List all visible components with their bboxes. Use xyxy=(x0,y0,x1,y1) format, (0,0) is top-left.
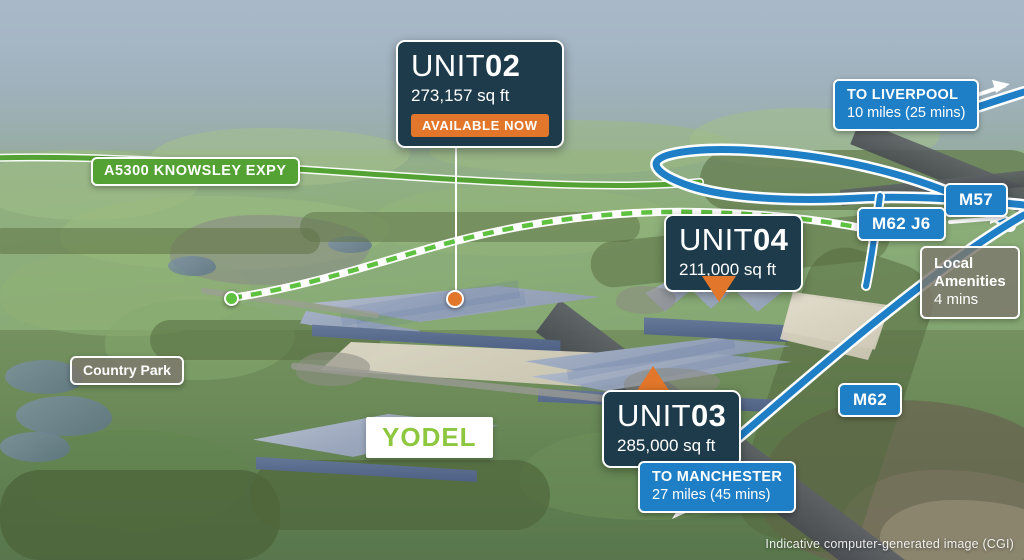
local-amenities-badge[interactable]: Local Amenities 4 mins xyxy=(920,246,1020,319)
car-park xyxy=(616,286,676,314)
m62-badge[interactable]: M62 xyxy=(838,383,902,417)
to-manchester-name: TO MANCHESTER xyxy=(652,469,783,485)
unit-04-pointer-icon xyxy=(702,276,736,302)
unit-04-title: UNIT04 xyxy=(679,222,789,257)
woodland-belt xyxy=(0,470,280,560)
lake xyxy=(16,396,112,436)
unit-02-title: UNIT02 xyxy=(411,48,521,83)
to-liverpool-badge[interactable]: TO LIVERPOOL 10 miles (25 mins) xyxy=(833,79,980,131)
unit-04-card[interactable]: UNIT04 211,000 sq ft xyxy=(664,214,804,292)
to-liverpool-detail: 10 miles (25 mins) xyxy=(847,105,966,121)
unit-02-leader-line xyxy=(455,128,457,296)
yodel-logo-text: YODEL xyxy=(382,422,477,452)
to-manchester-detail: 27 miles (45 mins) xyxy=(652,487,771,503)
to-liverpool-name: TO LIVERPOOL xyxy=(847,87,959,103)
unit-03-pointer-icon xyxy=(636,366,670,392)
unit-02-availability-badge[interactable]: AVAILABLE NOW xyxy=(411,114,549,137)
unit-04-area: 211,000 sq ft xyxy=(679,260,777,279)
m62-j6-badge[interactable]: M62 J6 xyxy=(857,207,946,241)
cgi-disclaimer: Indicative computer-generated image (CGI… xyxy=(765,537,1014,551)
unit-02-card[interactable]: UNIT02 273,157 sq ft AVAILABLE NOW xyxy=(396,40,564,148)
walking-route xyxy=(230,209,901,301)
country-park-badge[interactable]: Country Park xyxy=(70,356,184,385)
walking-route-start-marker xyxy=(224,291,239,306)
yodel-logo: YODEL xyxy=(366,417,493,458)
local-amenities-line2: Amenities xyxy=(934,273,1006,290)
lake xyxy=(168,256,216,276)
lake xyxy=(0,432,70,462)
local-amenities-line3: 4 mins xyxy=(934,291,979,308)
unit-02-site-marker xyxy=(446,290,464,308)
unit-03-title: UNIT03 xyxy=(617,398,727,433)
m57-badge[interactable]: M57 xyxy=(944,183,1008,217)
a5300-knowsley-expy-badge[interactable]: A5300 KNOWSLEY EXPY xyxy=(91,157,300,186)
bare-ground-patch xyxy=(880,500,1024,560)
local-amenities-line1: Local xyxy=(934,255,974,272)
unit-03-card[interactable]: UNIT03 285,000 sq ft xyxy=(602,390,742,468)
unit-03-area: 285,000 sq ft xyxy=(617,436,716,455)
woodland-belt xyxy=(0,228,320,254)
m62-j6-spur xyxy=(863,193,883,289)
to-manchester-badge[interactable]: TO MANCHESTER 27 miles (45 mins) xyxy=(638,461,797,513)
unit-02-area: 273,157 sq ft xyxy=(411,86,510,105)
